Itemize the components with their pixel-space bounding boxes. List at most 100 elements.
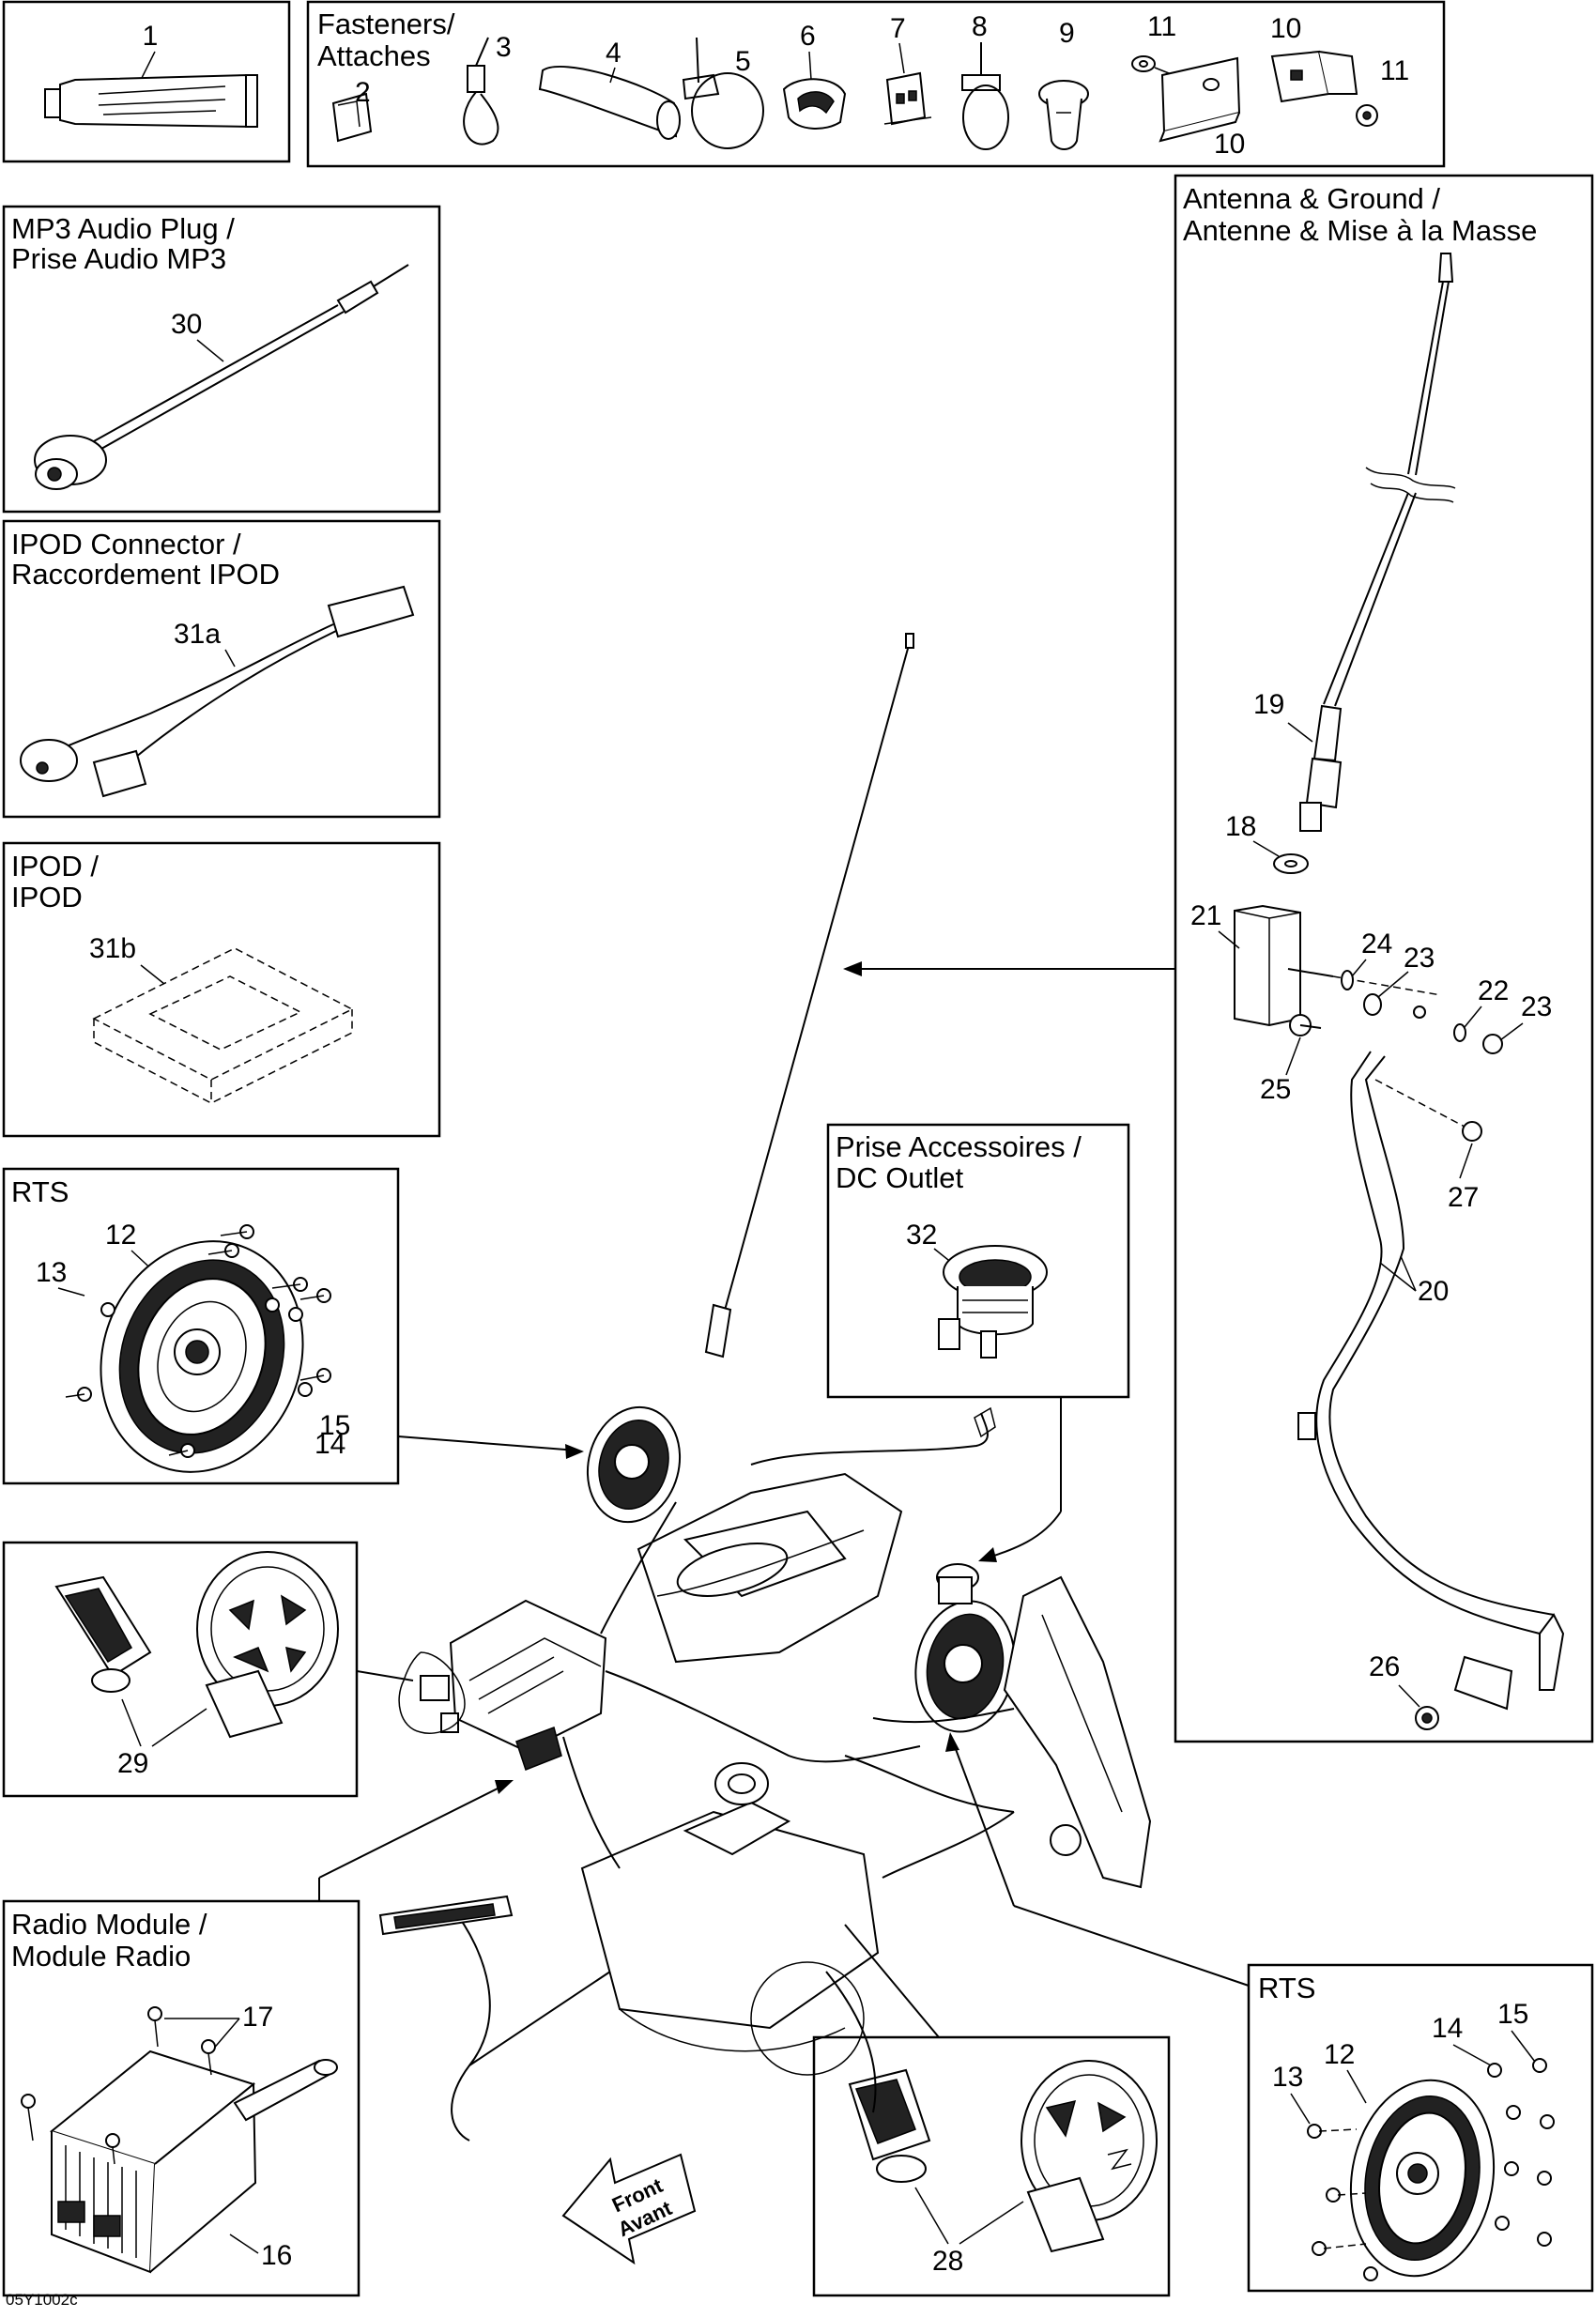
callout-8: 8	[972, 11, 988, 42]
callout-30: 30	[171, 309, 202, 340]
part-3-cable-tie	[463, 37, 499, 146]
part-2-clip	[331, 92, 373, 143]
radio-module-title-line1: Radio Module /	[11, 1908, 207, 1941]
box-ipod-connector: IPOD Connector / Raccordement IPOD 31a	[2, 519, 441, 819]
callout-29: 29	[117, 1748, 148, 1779]
callout-23b: 23	[1521, 991, 1552, 1022]
main-connector-29	[420, 1675, 459, 1733]
front-direction-arrow[interactable]: Front Avant	[561, 2153, 697, 2265]
antenna-stud-hardware	[1287, 968, 1503, 1054]
callout-26: 26	[1369, 1651, 1400, 1682]
main-dc-outlet	[936, 1563, 979, 1604]
diagram-code: 05Y1002c	[6, 2291, 78, 2309]
callout-11b: 11	[1380, 55, 1409, 86]
callout-7: 7	[890, 13, 906, 44]
connector-plug-28-illustration	[848, 2068, 931, 2183]
main-antenna-mast	[720, 637, 912, 1325]
mp3-cable-illustration	[34, 264, 409, 490]
callout-32: 32	[906, 1220, 937, 1251]
part-7-clip	[883, 71, 932, 126]
box-frame	[1174, 174, 1594, 1743]
callout-15-right: 15	[1497, 1999, 1528, 2030]
part-11-nut	[1356, 104, 1378, 127]
callout-14-right: 14	[1432, 2013, 1463, 2044]
callout-16: 16	[261, 2240, 292, 2271]
callout-31a: 31a	[174, 619, 221, 650]
callout-4: 4	[606, 38, 622, 69]
radio-module-screws	[21, 2006, 216, 2165]
connector-socket-28-illustration	[1021, 2060, 1158, 2253]
speaker-right-illustration	[1349, 2079, 1496, 2278]
fasteners-title-line1: Fasteners/	[317, 8, 455, 40]
callout-14-left: 14	[315, 1429, 345, 1460]
antenna-washer-18	[1273, 853, 1309, 874]
box-part-29: 29	[2, 1541, 359, 1798]
box-frame	[2, 1541, 359, 1798]
antenna-mount-21	[1234, 904, 1301, 1027]
callout-2: 2	[355, 77, 371, 108]
callout-27: 27	[1448, 1182, 1479, 1213]
rts-left-title: RTS	[11, 1175, 69, 1208]
box-rts-right: RTS 14 15 12 13	[1247, 1963, 1594, 2293]
main-speaker-left	[586, 1405, 682, 1524]
ipod-connector-title-line1: IPOD Connector /	[11, 528, 241, 560]
callout-6: 6	[800, 21, 816, 52]
callout-17: 17	[242, 2002, 273, 2033]
main-radio-module	[449, 1599, 607, 1771]
ipod-connector-illustration	[20, 585, 415, 798]
leader-line	[140, 51, 156, 81]
connector-socket-illustration	[196, 1551, 339, 1739]
fasteners-title-line2: Attaches	[317, 39, 431, 72]
callout-19: 19	[1253, 689, 1284, 720]
box-ipod: IPOD / IPOD 31b	[2, 841, 441, 1138]
callout-3: 3	[496, 32, 512, 63]
box-radio-module: Radio Module / Module Radio 17 16	[2, 1899, 361, 2297]
callout-22: 22	[1478, 975, 1509, 1006]
ipod-title-line2: IPOD	[11, 881, 83, 913]
callout-13-left: 13	[36, 1257, 67, 1288]
part-4-sleeve	[538, 66, 681, 140]
box-frame	[2, 1167, 400, 1485]
main-central-housing	[637, 1472, 903, 1664]
box-frame	[2, 0, 291, 163]
callout-24: 24	[1361, 929, 1392, 959]
antenna-title-line1: Antenna & Ground /	[1183, 182, 1440, 215]
ipod-connector-title-line2: Raccordement IPOD	[11, 558, 280, 591]
dc-outlet-title-line2: DC Outlet	[836, 1161, 963, 1194]
callout-13-right: 13	[1272, 2062, 1303, 2093]
speaker-right-screws	[1307, 2058, 1555, 2281]
part-11-washer	[1131, 55, 1174, 76]
callout-20: 20	[1418, 1276, 1449, 1307]
callout-1: 1	[143, 21, 159, 52]
antenna-mast-illustration	[1299, 253, 1456, 832]
callout-31b: 31b	[89, 933, 136, 964]
box-dc-outlet: Prise Accessoires / DC Outlet 32	[826, 1123, 1130, 1399]
box-frame	[1247, 1963, 1594, 2293]
callout-10b: 10	[1214, 129, 1245, 160]
callout-18: 18	[1225, 811, 1256, 842]
antenna-title-line2: Antenne & Mise à la Masse	[1183, 214, 1537, 247]
box-part-28: 28	[812, 2035, 1171, 2297]
box-mp3-audio-plug: MP3 Audio Plug / Prise Audio MP3 30	[2, 205, 441, 514]
mp3-title-line2: Prise Audio MP3	[11, 242, 226, 275]
main-right-frame	[1003, 1575, 1152, 1889]
connector-plug-illustration	[54, 1575, 152, 1693]
callout-5: 5	[735, 46, 751, 77]
radio-module-illustration	[49, 2049, 338, 2274]
part-10-clip-nut	[1270, 50, 1358, 103]
pointer-arrows	[318, 961, 1250, 2038]
box-frame	[2, 205, 441, 514]
callout-11a: 11	[1147, 11, 1176, 42]
rts-right-title: RTS	[1258, 1972, 1315, 2004]
part-9-push-clip	[1038, 80, 1089, 150]
ipod-device-outline	[92, 947, 354, 1104]
sealant-tube-illustration	[44, 73, 258, 129]
callout-9: 9	[1059, 18, 1075, 49]
dc-outlet-title-line1: Prise Accessoires /	[836, 1130, 1082, 1163]
part-8-tie-hanger	[961, 42, 1009, 150]
callout-23a: 23	[1404, 943, 1435, 974]
main-wires	[562, 1406, 1015, 1879]
part-6-clip	[782, 78, 847, 130]
